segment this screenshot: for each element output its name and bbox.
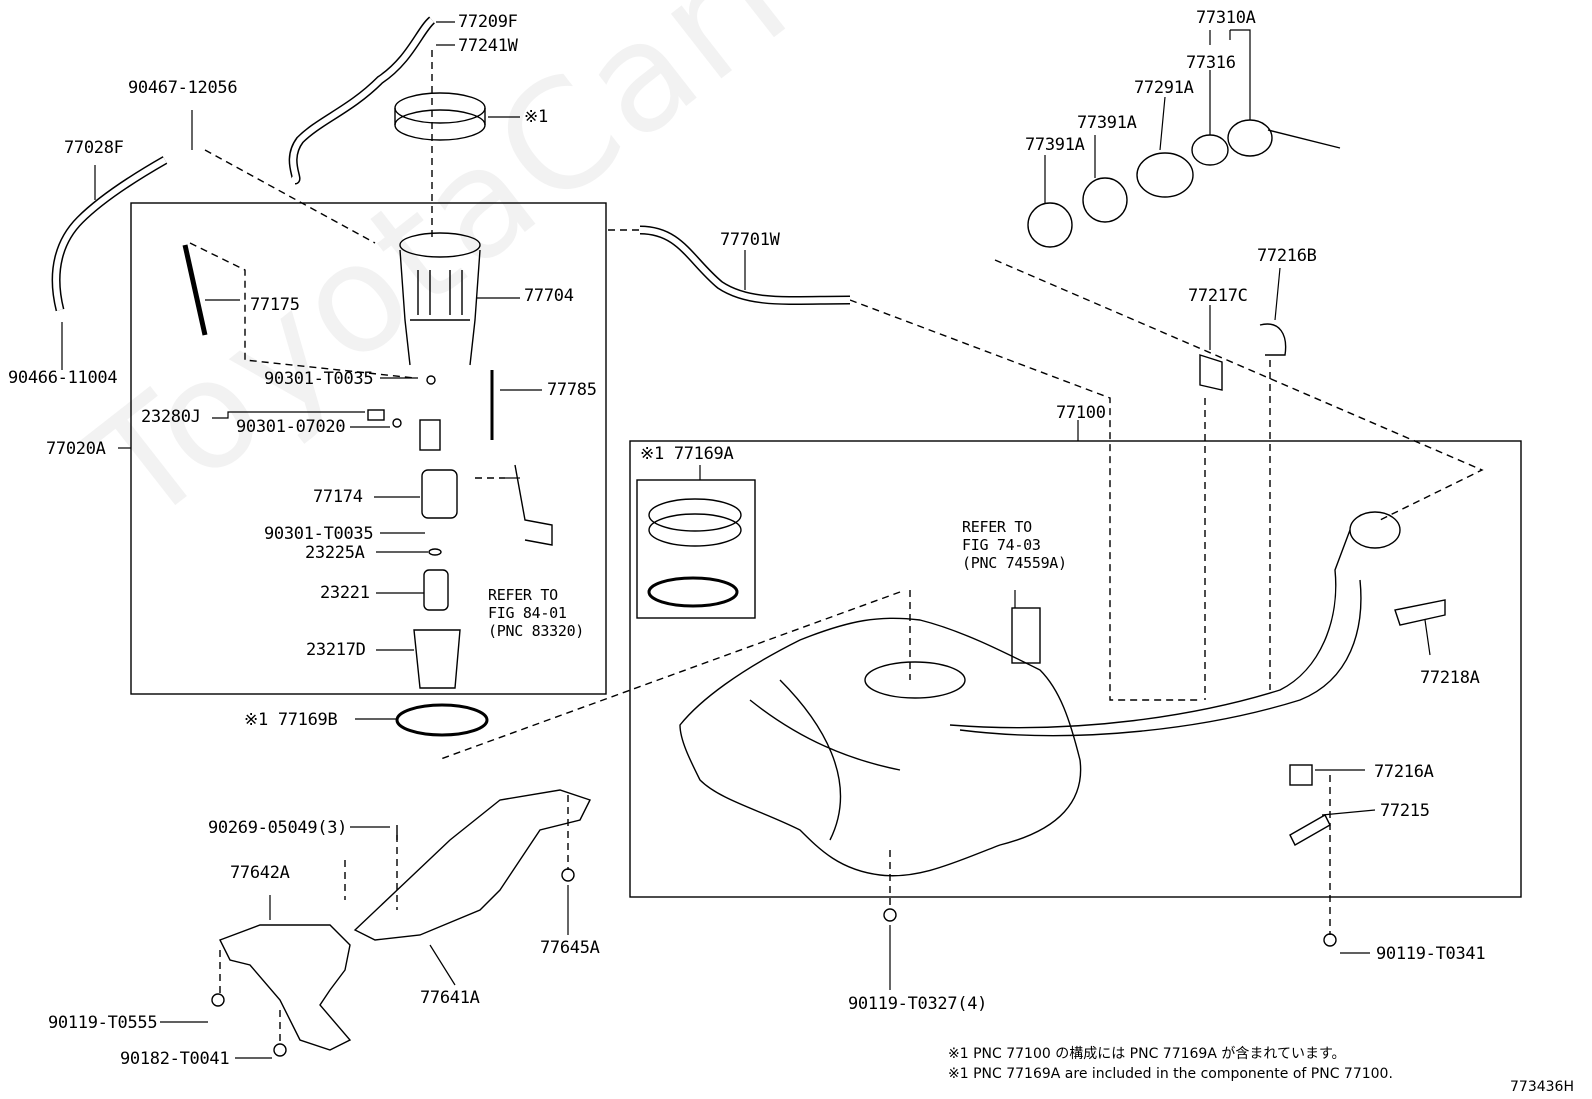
part-label-77785: 77785: [547, 380, 597, 400]
part-label-90301-07020: 90301-07020: [236, 417, 346, 437]
part-label-77174: 77174: [313, 487, 363, 507]
part-label-90119-T0327: 90119-T0327(4): [848, 994, 988, 1014]
part-label-77316: 77316: [1186, 53, 1236, 73]
part-label-23225A: 23225A: [305, 543, 365, 563]
part-label-77642A: 77642A: [230, 863, 290, 883]
part-label-77701W: 77701W: [720, 230, 780, 250]
gasket-kit-shape: [647, 498, 742, 608]
part-label-77100: 77100: [1056, 403, 1106, 423]
footnote-japanese: ※1 PNC 77100 の構成には PNC 77169A が含まれています。: [948, 1046, 1346, 1062]
part-label-90119-T0555: 90119-T0555: [48, 1013, 158, 1033]
part-label-90182-T0041: 90182-T0041: [120, 1049, 230, 1069]
filler-cap-components-shape: [1027, 119, 1341, 248]
under-cover-shape: [211, 789, 1337, 1057]
clamps-shape: [1199, 323, 1331, 846]
footnote-english: ※1 PNC 77169A are included in the compon…: [948, 1066, 1393, 1082]
part-label-90301-T0035-a: 90301-T0035: [264, 369, 374, 389]
part-label-77169A: ※1 77169A: [640, 444, 734, 464]
part-label-77020A: 77020A: [46, 439, 106, 459]
part-label-23280J: 23280J: [141, 407, 201, 427]
part-label-77217C: 77217C: [1188, 286, 1248, 306]
part-label-77028F: 77028F: [64, 138, 124, 158]
part-label-77169B: ※1 77169B: [244, 710, 338, 730]
part-label-mark1-ring: ※1: [524, 107, 548, 127]
refer-fig-84-01: REFER TO FIG 84-01 (PNC 83320): [488, 586, 585, 640]
part-label-77209F: 77209F: [458, 12, 518, 32]
part-label-77641A: 77641A: [420, 988, 480, 1008]
part-label-77391A-b: 77391A: [1025, 135, 1085, 155]
part-label-77175: 77175: [250, 295, 300, 315]
part-label-77310A: 77310A: [1196, 8, 1256, 28]
part-label-77215: 77215: [1380, 801, 1430, 821]
part-label-77216B: 77216B: [1257, 246, 1317, 266]
refer-fig-74-03: REFER TO FIG 74-03 (PNC 74559A): [962, 518, 1067, 572]
gasket-77169B-shape: [395, 703, 489, 737]
part-label-77645A: 77645A: [540, 938, 600, 958]
sender-gauge-shape: [182, 244, 208, 336]
part-label-90301-T0035-b: 90301-T0035: [264, 524, 374, 544]
part-label-77218A: 77218A: [1420, 668, 1480, 688]
part-label-77291A: 77291A: [1134, 78, 1194, 98]
part-label-77241W: 77241W: [458, 36, 518, 56]
pump-stack-shape: [367, 370, 553, 689]
fuel-pump-module-shape: [399, 232, 481, 366]
part-label-77704: 77704: [524, 286, 574, 306]
part-label-23221: 23221: [320, 583, 370, 603]
fuel-tank-shape: [679, 511, 1446, 877]
hose-77028F-shape: [51, 156, 168, 312]
assembly-lines: [189, 50, 1484, 1045]
part-label-90467-12056: 90467-12056: [128, 78, 238, 98]
leader-lines: [61, 21, 1431, 1059]
fuel-tank-group-frame: [629, 440, 1522, 898]
part-label-77216A: 77216A: [1374, 762, 1434, 782]
part-label-23217D: 23217D: [306, 640, 366, 660]
figure-code: 773436H: [1510, 1079, 1574, 1095]
part-label-90269-05049: 90269-05049(3): [208, 818, 348, 838]
part-label-90466-11004: 90466-11004: [8, 368, 118, 388]
part-label-77391A-a: 77391A: [1077, 113, 1137, 133]
retainer-ring-shape: [394, 92, 486, 141]
part-label-90119-T0341: 90119-T0341: [1376, 944, 1486, 964]
gasket-kit-frame: [636, 479, 756, 619]
